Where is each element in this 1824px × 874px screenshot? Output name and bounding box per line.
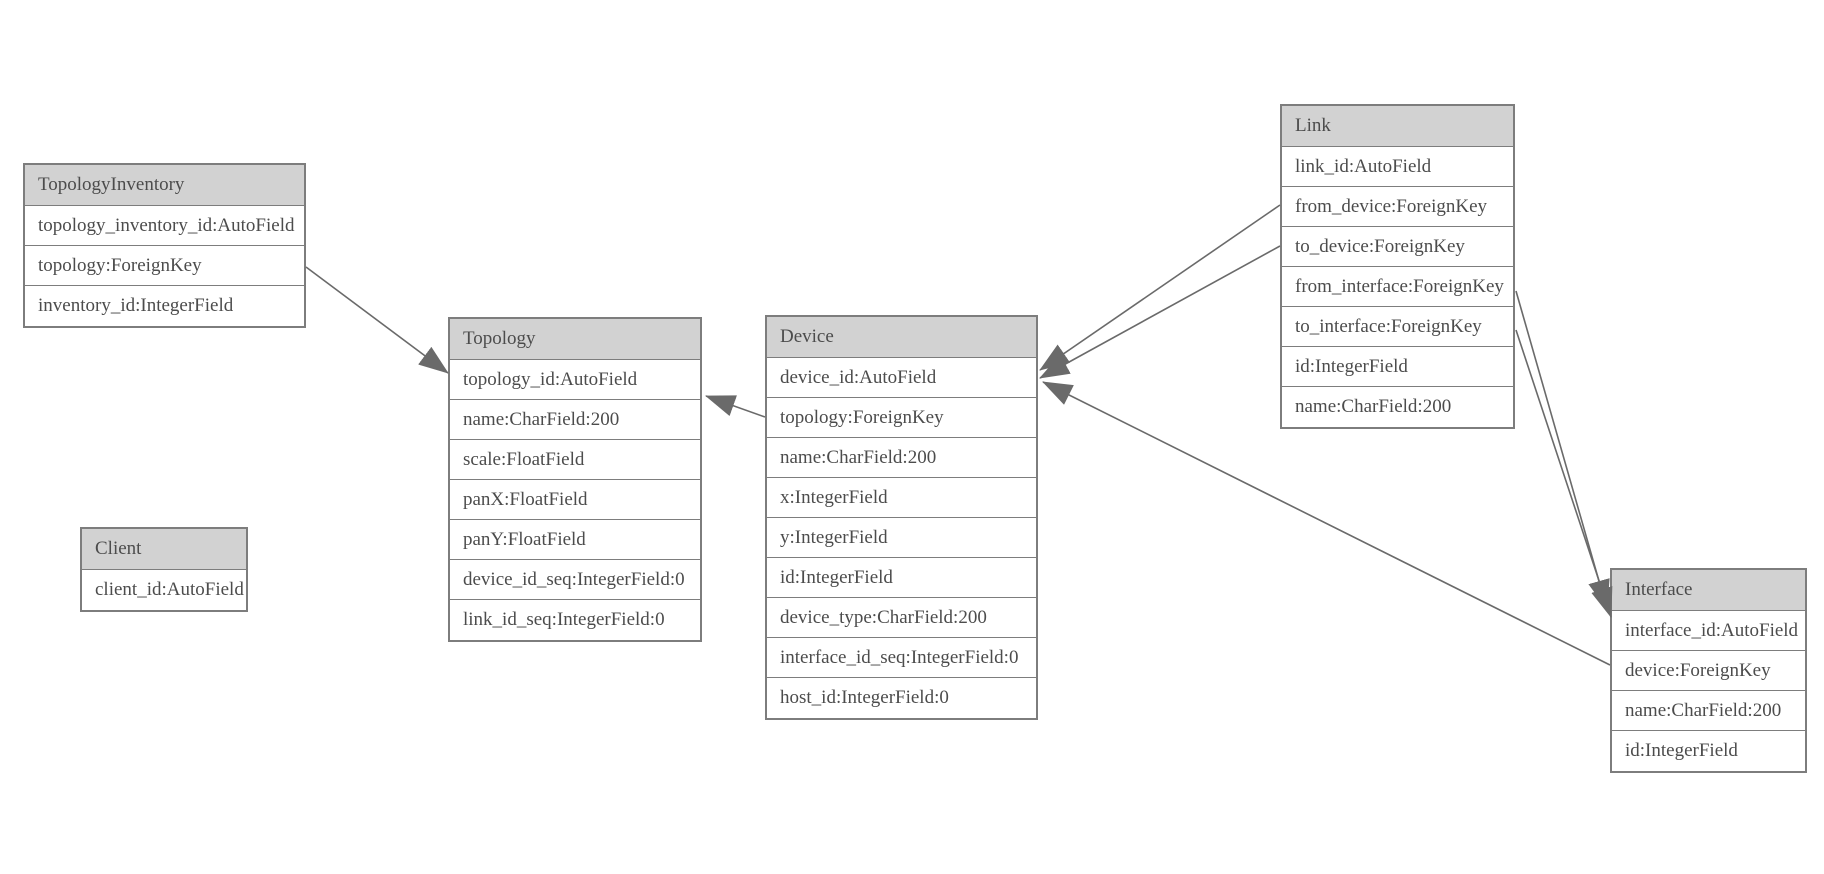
field-row-topology-1: name:CharField:200 <box>450 400 700 440</box>
field-row-link-2: to_device:ForeignKey <box>1282 227 1513 267</box>
field-row-topologyinventory-1: topology:ForeignKey <box>25 246 304 286</box>
field-row-topology-3: panX:FloatField <box>450 480 700 520</box>
edge-link-to-interface-to-interface <box>1515 329 1613 618</box>
entity-title-client: Client <box>82 529 246 570</box>
field-row-interface-2: name:CharField:200 <box>1612 691 1805 731</box>
edge-topologyinventory-to-topology <box>305 266 449 374</box>
field-row-topology-6: link_id_seq:IntegerField:0 <box>450 600 700 640</box>
field-row-device-1: topology:ForeignKey <box>767 398 1036 438</box>
field-row-topology-0: topology_id:AutoField <box>450 360 700 400</box>
entity-title-link: Link <box>1282 106 1513 147</box>
field-row-link-3: from_interface:ForeignKey <box>1282 267 1513 307</box>
field-row-interface-1: device:ForeignKey <box>1612 651 1805 691</box>
entity-title-topology: Topology <box>450 319 700 360</box>
field-row-topology-5: device_id_seq:IntegerField:0 <box>450 560 700 600</box>
field-row-device-6: device_type:CharField:200 <box>767 598 1036 638</box>
field-row-topologyinventory-2: inventory_id:IntegerField <box>25 286 304 326</box>
entity-title-topologyinventory: TopologyInventory <box>25 165 304 206</box>
edge-link-to-device-to-device <box>1039 245 1281 379</box>
edge-device-to-topology <box>705 395 766 418</box>
field-row-device-3: x:IntegerField <box>767 478 1036 518</box>
field-row-device-8: host_id:IntegerField:0 <box>767 678 1036 718</box>
field-row-client-0: client_id:AutoField <box>82 570 246 610</box>
edge-link-from-interface-to-interface <box>1515 290 1610 610</box>
field-row-interface-3: id:IntegerField <box>1612 731 1805 771</box>
field-row-device-0: device_id:AutoField <box>767 358 1036 398</box>
field-row-link-5: id:IntegerField <box>1282 347 1513 387</box>
field-row-link-4: to_interface:ForeignKey <box>1282 307 1513 347</box>
edge-link-from-device-to-device <box>1039 204 1281 371</box>
entity-title-interface: Interface <box>1612 570 1805 611</box>
entity-title-device: Device <box>767 317 1036 358</box>
field-row-topology-2: scale:FloatField <box>450 440 700 480</box>
field-row-topologyinventory-0: topology_inventory_id:AutoField <box>25 206 304 246</box>
field-row-device-5: id:IntegerField <box>767 558 1036 598</box>
field-row-device-4: y:IntegerField <box>767 518 1036 558</box>
field-row-link-0: link_id:AutoField <box>1282 147 1513 187</box>
field-row-topology-4: panY:FloatField <box>450 520 700 560</box>
field-row-device-2: name:CharField:200 <box>767 438 1036 478</box>
field-row-interface-0: interface_id:AutoField <box>1612 611 1805 651</box>
field-row-link-6: name:CharField:200 <box>1282 387 1513 427</box>
field-row-link-1: from_device:ForeignKey <box>1282 187 1513 227</box>
field-row-device-7: interface_id_seq:IntegerField:0 <box>767 638 1036 678</box>
